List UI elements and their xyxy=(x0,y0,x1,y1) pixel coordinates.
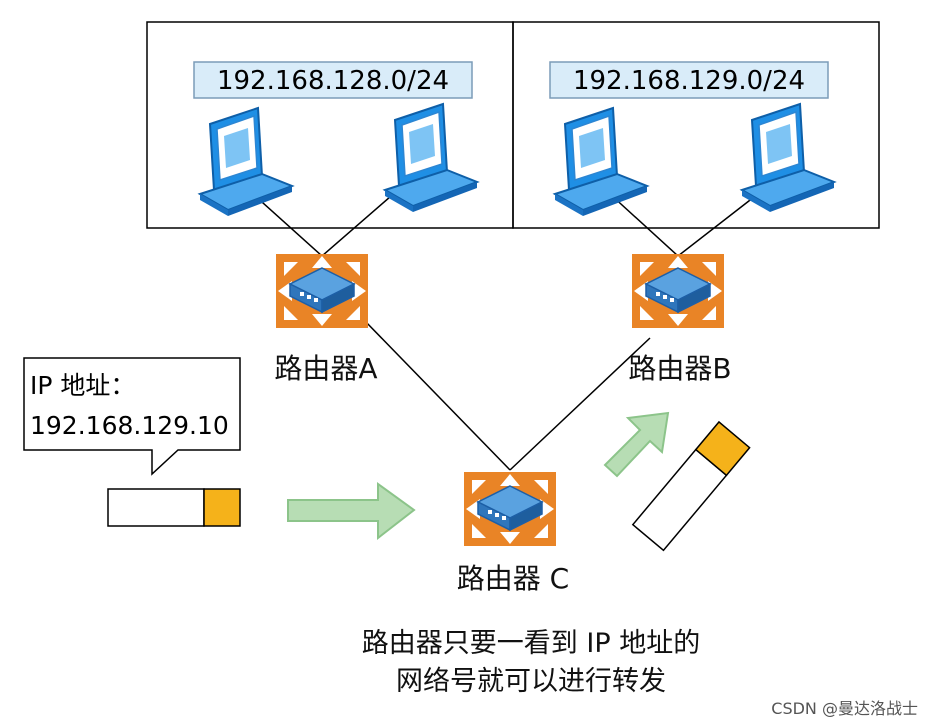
laptop-icon xyxy=(199,107,293,217)
laptop-icon xyxy=(741,103,835,213)
router-label-b: 路由器B xyxy=(628,352,731,385)
link-laptop2-routerA xyxy=(321,189,399,257)
subnet-frame-right xyxy=(512,21,880,229)
arrow-up-right-icon xyxy=(603,411,670,478)
subnet-label-box-left xyxy=(193,61,473,99)
subnet-label-box-right xyxy=(549,61,829,99)
laptop-icon xyxy=(384,103,478,213)
watermark: CSDN @曼达洛战士 xyxy=(771,699,918,718)
ip-callout xyxy=(23,357,241,476)
callout-line2: 192.168.129.10 xyxy=(30,411,229,440)
router-label-a: 路由器A xyxy=(274,352,377,385)
links xyxy=(252,189,764,471)
router-icon xyxy=(275,253,369,329)
packet-icon xyxy=(107,488,241,527)
link-laptop1-routerA xyxy=(252,193,323,257)
caption-line2: 网络号就可以进行转发 xyxy=(396,666,666,697)
link-routerA-routerC xyxy=(363,319,511,471)
link-laptop4-routerB xyxy=(677,189,764,257)
packet-icon xyxy=(631,420,751,552)
link-routerB-routerC xyxy=(509,337,651,471)
laptop-icon xyxy=(554,107,648,217)
arrow-right-icon xyxy=(287,482,416,541)
subnet-label-right: 192.168.129.0/24 xyxy=(573,66,805,96)
callout-line1: IP 地址： xyxy=(30,371,135,400)
router-icon xyxy=(631,253,725,329)
router-icon xyxy=(463,471,557,547)
caption-line1: 路由器只要一看到 IP 地址的 xyxy=(362,628,700,659)
subnet-label-left: 192.168.128.0/24 xyxy=(217,66,449,96)
router-label-c: 路由器 C xyxy=(457,562,569,595)
link-laptop3-routerB xyxy=(609,193,679,257)
